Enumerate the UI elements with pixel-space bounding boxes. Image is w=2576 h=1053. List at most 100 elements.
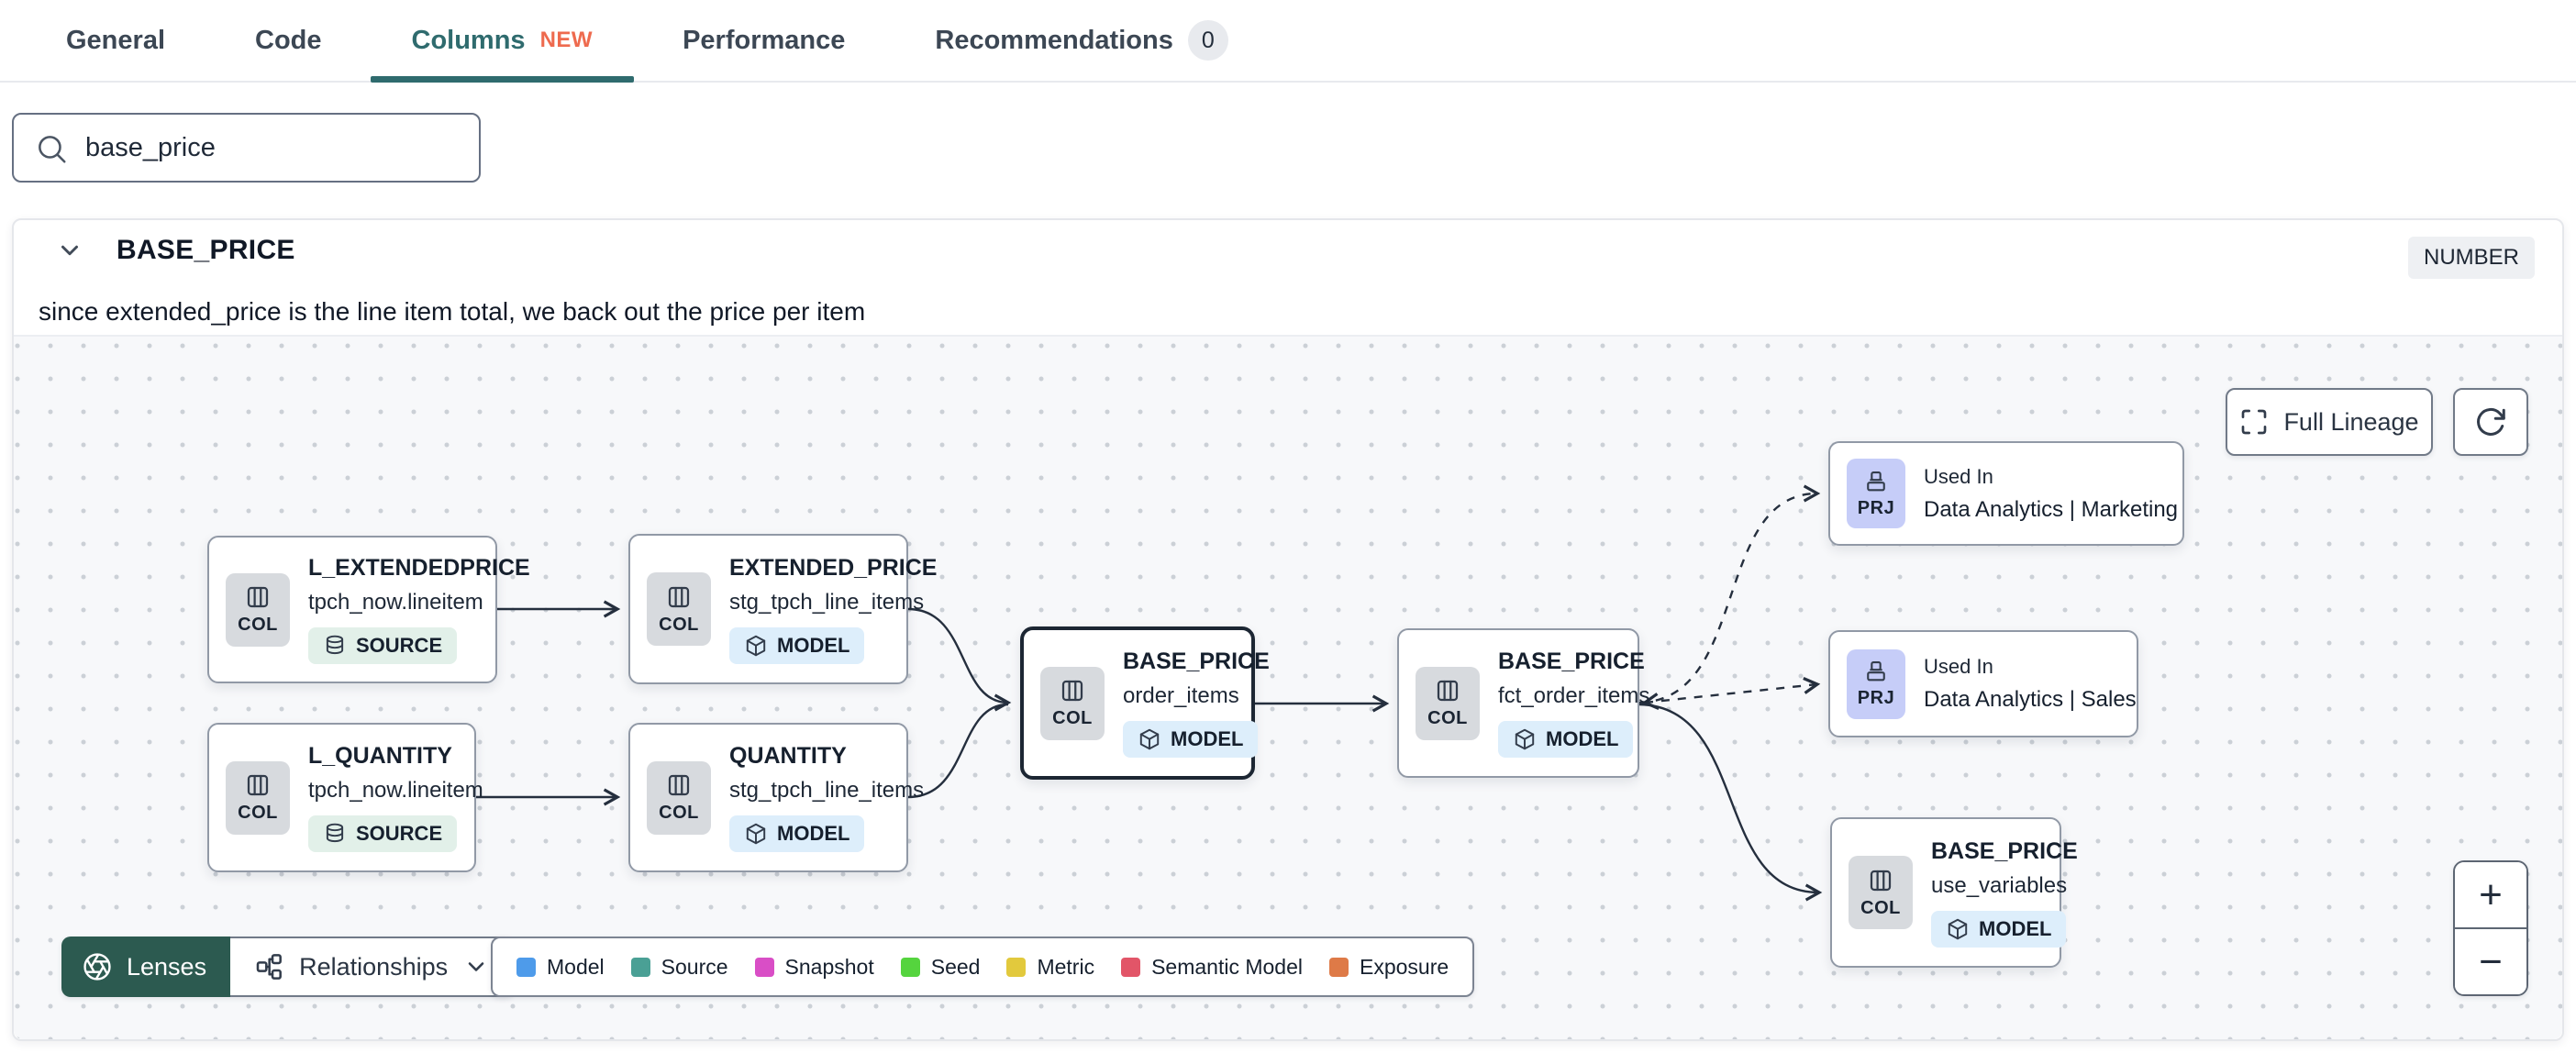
column-kind-badge: COL	[1849, 856, 1913, 929]
tab-label: Code	[255, 25, 322, 55]
tab-label: General	[66, 25, 165, 55]
zoom-in-button[interactable]: +	[2455, 862, 2526, 927]
kind-label: COL	[238, 615, 278, 635]
legend-swatch-metric	[1006, 957, 1027, 977]
resource-type-label: MODEL	[777, 633, 850, 657]
legend-swatch-snapshot	[754, 957, 774, 977]
resource-type-label: MODEL	[1979, 916, 2052, 940]
database-icon	[326, 823, 344, 843]
column-kind-badge: COL	[226, 760, 290, 835]
lineage-node-base-price-use-variables[interactable]: COL BASE_PRICE use_variables MODEL	[1830, 817, 2078, 968]
tab-columns[interactable]: Columns NEW	[370, 0, 635, 83]
chevron-down-icon	[468, 962, 484, 971]
lenses-label: Lenses	[127, 952, 207, 981]
columns-icon	[1061, 680, 1083, 702]
node-title: L_QUANTITY	[308, 743, 452, 769]
node-subtitle: use_variables	[1931, 872, 2068, 898]
lineage-node-quantity[interactable]: COL QUANTITY stg_tpch_line_items MODEL	[628, 723, 924, 872]
node-subtitle: order_items	[1123, 683, 1239, 708]
tab-general[interactable]: General	[66, 0, 165, 81]
project-name: Data Analytics | Marketing	[1924, 496, 2179, 522]
active-tab-underline	[370, 76, 635, 83]
new-badge: NEW	[539, 28, 594, 52]
database-icon	[326, 635, 344, 655]
cube-icon	[746, 635, 766, 656]
zoom-control: + −	[2453, 860, 2528, 996]
node-title: L_EXTENDEDPRICE	[308, 555, 530, 581]
tab-label: Performance	[683, 25, 846, 55]
columns-icon	[247, 774, 269, 796]
relationships-dropdown[interactable]: Relationships	[230, 937, 516, 997]
lenses-group: Lenses Relationships	[61, 937, 516, 997]
full-lineage-button[interactable]: Full Lineage	[2226, 388, 2433, 456]
lenses-button[interactable]: Lenses	[61, 937, 231, 997]
data-type-badge: NUMBER	[2407, 237, 2535, 279]
kind-label: COL	[1427, 708, 1468, 728]
tab-code[interactable]: Code	[255, 0, 322, 81]
refresh-button[interactable]	[2453, 388, 2528, 456]
lineage-node-used-in-marketing[interactable]: PRJ Used In Data Analytics | Marketing	[1828, 441, 2184, 546]
legend-swatch-semantic-model	[1121, 957, 1141, 977]
refresh-icon	[2477, 408, 2505, 436]
relationships-icon	[256, 954, 283, 980]
tab-recommendations[interactable]: Recommendations 0	[935, 0, 1228, 81]
legend-item: Seed	[900, 954, 981, 980]
cube-icon	[1139, 728, 1160, 750]
model-badge: MODEL	[1931, 910, 2067, 948]
columns-icon	[668, 774, 690, 796]
tab-label: Columns	[411, 25, 526, 55]
model-badge: MODEL	[729, 815, 865, 852]
lineage-node-base-price-order-items[interactable]: COL BASE_PRICE order_items MODEL	[1020, 626, 1270, 780]
column-kind-badge: COL	[1416, 666, 1480, 740]
lineage-node-extended-price[interactable]: COL EXTENDED_PRICE stg_tpch_line_items M…	[628, 534, 937, 684]
node-subtitle: stg_tpch_line_items	[729, 589, 925, 615]
collapse-chevron-icon[interactable]	[56, 237, 83, 264]
node-title: QUANTITY	[729, 743, 847, 769]
node-subtitle: fct_order_items	[1498, 683, 1650, 708]
model-badge: MODEL	[729, 626, 865, 664]
kind-label: PRJ	[1857, 688, 1895, 708]
legend-label: Exposure	[1360, 954, 1449, 979]
search-input[interactable]	[12, 113, 481, 183]
lineage-node-l-extendedprice[interactable]: COL L_EXTENDEDPRICE tpch_now.lineitem SO…	[207, 536, 530, 683]
tab-performance[interactable]: Performance	[683, 0, 845, 81]
recommendations-count-badge: 0	[1187, 20, 1228, 61]
lineage-node-used-in-sales[interactable]: PRJ Used In Data Analytics | Sales	[1828, 630, 2138, 737]
node-title: BASE_PRICE	[1498, 648, 1645, 674]
columns-icon	[247, 586, 269, 608]
column-kind-badge: COL	[226, 572, 290, 647]
kind-label: COL	[238, 803, 278, 823]
search-icon	[39, 136, 66, 163]
legend-item: Semantic Model	[1121, 955, 1303, 980]
cube-icon	[1948, 918, 1968, 939]
legend-label: Seed	[930, 954, 981, 979]
kind-label: COL	[1860, 897, 1901, 918]
tab-bar: General Code Columns NEW Performance Rec…	[0, 0, 2576, 83]
legend-swatch-model	[516, 957, 536, 977]
full-lineage-label: Full Lineage	[2283, 407, 2419, 436]
legend-swatch-exposure	[1329, 957, 1349, 977]
used-in-label: Used In	[1924, 655, 1993, 678]
node-title: BASE_PRICE	[1123, 648, 1270, 674]
kind-label: COL	[659, 614, 699, 635]
model-badge: MODEL	[1123, 721, 1259, 758]
zoom-out-button[interactable]: −	[2455, 927, 2526, 994]
lineage-node-l-quantity[interactable]: COL L_QUANTITY tpch_now.lineitem SOURCE	[207, 723, 483, 872]
node-subtitle: tpch_now.lineitem	[308, 590, 483, 615]
lineage-canvas[interactable]: COL L_EXTENDEDPRICE tpch_now.lineitem SO…	[14, 335, 2562, 1039]
resource-type-label: SOURCE	[356, 822, 443, 845]
legend-label: Source	[661, 954, 728, 979]
columns-icon	[1437, 680, 1459, 702]
tab-label: Recommendations	[935, 25, 1173, 55]
source-badge: SOURCE	[308, 815, 458, 852]
cube-icon	[746, 823, 766, 845]
search-box	[12, 113, 481, 183]
lineage-node-base-price-fct-order-items[interactable]: COL BASE_PRICE fct_order_items MODEL	[1397, 628, 1649, 778]
lineage-edges	[476, 484, 1823, 902]
relationships-label: Relationships	[299, 952, 449, 981]
resource-type-label: SOURCE	[356, 634, 443, 657]
node-subtitle: stg_tpch_line_items	[729, 778, 925, 803]
expand-icon	[2242, 409, 2267, 435]
column-description: since extended_price is the line item to…	[39, 297, 866, 326]
